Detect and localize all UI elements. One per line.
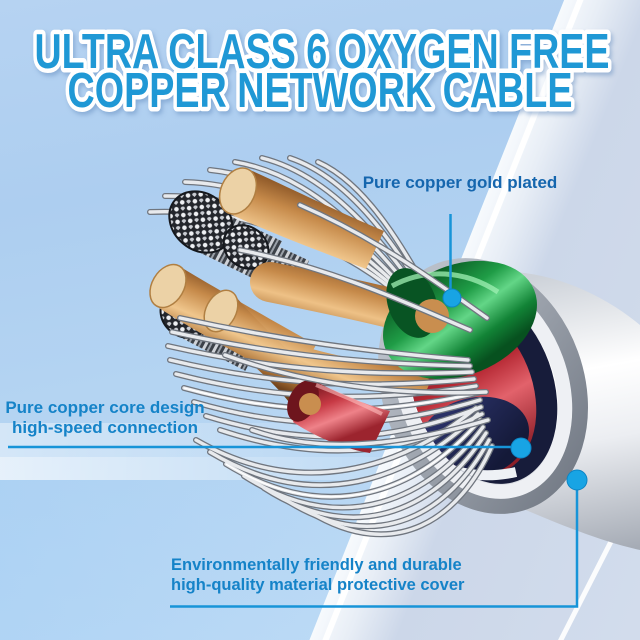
red-insulated-core [287, 380, 390, 453]
callout-dot-gold-plated [442, 288, 462, 308]
callout-label-copper-core: Pure copper core design high-speed conne… [2, 398, 208, 438]
callout-dot-copper-core [510, 437, 532, 459]
copper-core-face [203, 289, 239, 333]
callout-leaders [8, 214, 588, 608]
green-sheath-highlight [390, 271, 500, 295]
title-line-2: COPPER NETWORK CABLE [68, 64, 573, 118]
page-title: ULTRA CLASS 6 OXYGEN FREE COPPER NETWORK… [30, 21, 614, 123]
copper-core-face [218, 167, 258, 215]
copper-core-body [228, 169, 384, 269]
callout-label-protective-cover: Environmentally friendly and durable hig… [171, 556, 501, 595]
callout-text-line2: high-quality material protective cover [171, 575, 465, 594]
callout-text: Pure copper gold plated [362, 173, 558, 192]
callout-label-gold-plated: Pure copper gold plated [340, 173, 580, 193]
callout-text-line1: Environmentally friendly and durable [171, 556, 462, 574]
copper-core-face [149, 263, 187, 309]
title-line-1: ULTRA CLASS 6 OXYGEN FREE [35, 25, 610, 79]
copper-core-body [210, 291, 322, 419]
callout-dot-protective-cover [566, 469, 588, 491]
callout-line-protective-cover [170, 490, 579, 608]
callout-text-line1: Pure copper core design [5, 398, 205, 417]
copper-core-in-red [299, 393, 321, 415]
wire-bundle-face [222, 224, 270, 270]
red-core-highlight [315, 383, 383, 416]
callout-text-line2: high-speed connection [11, 418, 199, 437]
